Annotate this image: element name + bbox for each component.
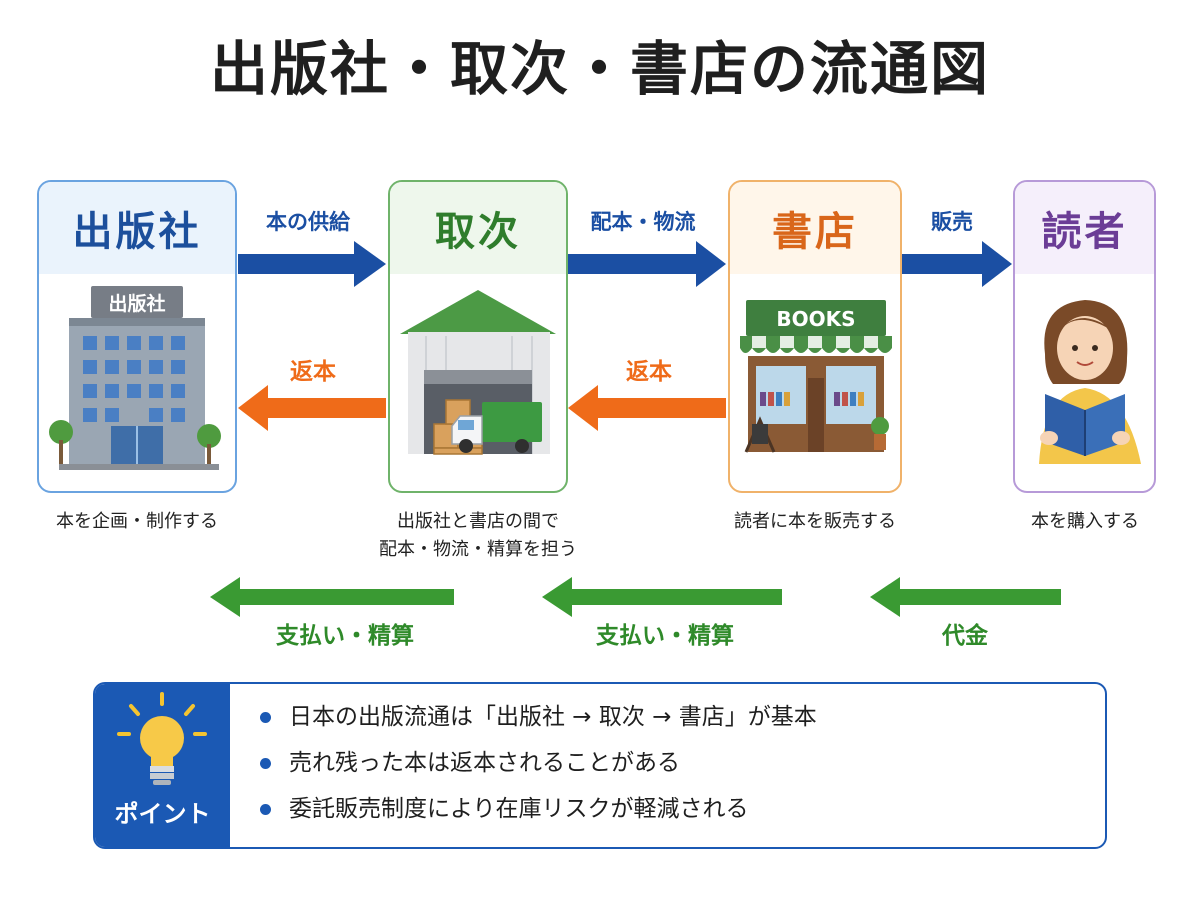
payment-arrow-distributor xyxy=(542,577,782,617)
sales-label: 販売 xyxy=(931,210,973,234)
office-building-icon: 出版社 xyxy=(49,286,221,470)
return-label-publisher: 返本 xyxy=(290,359,336,385)
point-item: 売れ残った本は返本されることがある xyxy=(260,740,817,786)
distributor-card: 取次 xyxy=(388,180,568,493)
publisher-card: 出版社 出版社 xyxy=(37,180,237,493)
reader-card: 読者 xyxy=(1013,180,1156,493)
return-arrow-distributor xyxy=(568,385,726,431)
point-list: 日本の出版流通は「出版社 → 取次 → 書店」が基本 売れ残った本は返本されるこ… xyxy=(260,694,817,832)
publisher-description: 本を企画・制作する xyxy=(56,511,218,532)
page-title: 出版社・取次・書店の流通図 xyxy=(209,35,990,103)
return-arrow-publisher xyxy=(238,385,386,431)
payment-label-distributor: 支払い・精算 xyxy=(596,623,734,649)
payment-arrow-publisher xyxy=(210,577,454,617)
bullet-icon xyxy=(260,757,271,769)
point-item-text: 委託販売制度により在庫リスクが軽減される xyxy=(289,796,749,822)
distribution-arrow xyxy=(568,241,726,287)
bookstore-card: 書店 BOOKS xyxy=(728,180,902,493)
point-item: 委託販売制度により在庫リスクが軽減される xyxy=(260,786,817,832)
point-item-text: 売れ残った本は返本されることがある xyxy=(289,750,680,776)
point-box: ポイント 日本の出版流通は「出版社 → 取次 → 書店」が基本 売れ残った本は返… xyxy=(93,682,1107,849)
distributor-title: 取次 xyxy=(390,182,566,274)
reader-icon xyxy=(1039,300,1141,464)
building-sign: 出版社 xyxy=(108,292,165,315)
distribution-label: 配本・物流 xyxy=(590,210,696,234)
bullet-icon xyxy=(260,711,271,723)
distributor-description-line-1: 出版社と書店の間で xyxy=(397,511,559,532)
point-item: 日本の出版流通は「出版社 → 取次 → 書店」が基本 xyxy=(260,694,817,740)
bookstore-title: 書店 xyxy=(730,182,900,274)
truck-icon xyxy=(451,402,542,453)
reader-description: 本を購入する xyxy=(1031,511,1139,532)
publisher-title: 出版社 xyxy=(39,182,235,274)
sales-arrow xyxy=(902,241,1012,287)
point-item-text: 日本の出版流通は「出版社 → 取次 → 書店」が基本 xyxy=(289,704,817,730)
point-sidebar: ポイント xyxy=(95,684,230,847)
distributor-description-line-2: 配本・物流・精算を担う xyxy=(379,539,577,560)
bookstore-icon: BOOKS xyxy=(740,300,892,453)
payment-arrow-reader xyxy=(870,577,1061,617)
distributor-description: 出版社と書店の間で 配本・物流・精算を担う xyxy=(358,508,598,564)
payment-label-reader: 代金 xyxy=(942,623,988,649)
reader-title: 読者 xyxy=(1015,182,1154,274)
bookstore-sign: BOOKS xyxy=(776,307,855,331)
supply-label: 本の供給 xyxy=(266,210,350,234)
bullet-icon xyxy=(260,803,271,815)
payment-label-publisher: 支払い・精算 xyxy=(276,623,414,649)
point-label: ポイント xyxy=(114,800,211,828)
return-label-distributor: 返本 xyxy=(626,359,672,385)
supply-arrow xyxy=(238,241,386,287)
lightbulb-icon xyxy=(117,692,207,785)
bookstore-description: 読者に本を販売する xyxy=(734,511,896,532)
warehouse-icon xyxy=(400,290,556,455)
